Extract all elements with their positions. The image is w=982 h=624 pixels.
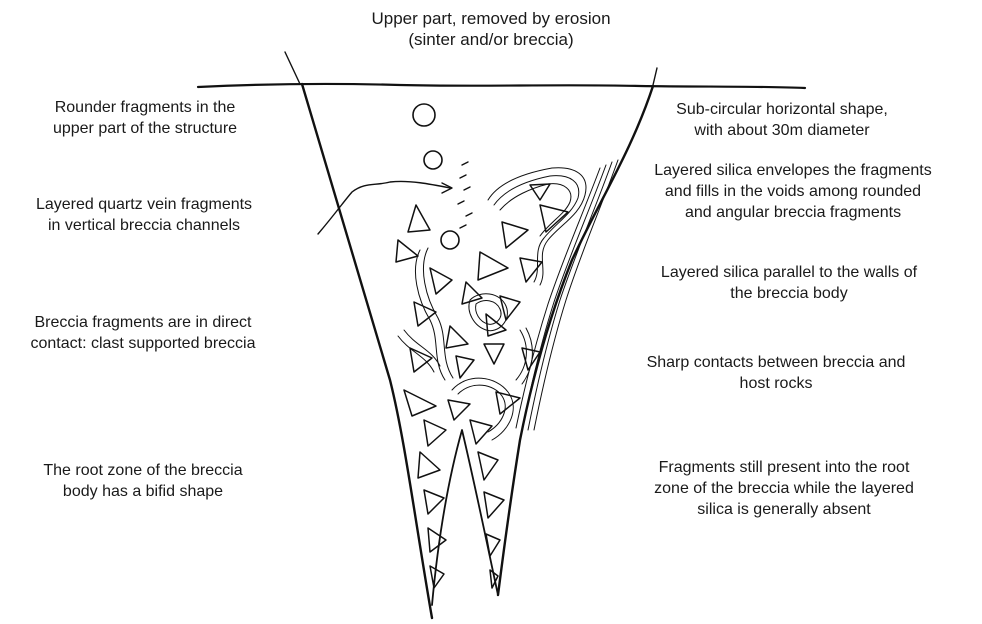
angular-fragments — [396, 184, 568, 588]
erosion-surface-line — [198, 84, 805, 88]
silica-envelope-layers — [398, 168, 586, 440]
right-label-sharp-contacts: Sharp contacts between breccia and host … — [647, 352, 906, 394]
left-label-quartz-vein: Layered quartz vein fragments in vertica… — [36, 194, 252, 236]
right-label-root-fragments: Fragments still present into the root zo… — [654, 457, 914, 520]
left-label-clast-supported: Breccia fragments are in direct contact:… — [30, 312, 255, 354]
left-wall — [302, 84, 432, 618]
left-guide-tick — [285, 52, 300, 84]
right-label-sub-circular: Sub-circular horizontal shape, with abou… — [676, 99, 888, 141]
quartz-vein-fragments — [458, 162, 472, 228]
right-label-silica-parallel: Layered silica parallel to the walls of … — [661, 262, 917, 304]
round-fragment — [413, 104, 435, 126]
right-wall — [498, 86, 653, 595]
left-label-root-zone: The root zone of the breccia body has a … — [43, 460, 242, 502]
round-fragment — [424, 151, 442, 169]
left-label-rounder-fragments: Rounder fragments in the upper part of t… — [53, 97, 237, 139]
top-label: Upper part, removed by erosion (sinter a… — [371, 8, 610, 50]
right-label-silica-envelopes: Layered silica envelopes the fragments a… — [654, 160, 932, 223]
round-fragment — [441, 231, 459, 249]
right-guide-tick — [653, 68, 657, 85]
